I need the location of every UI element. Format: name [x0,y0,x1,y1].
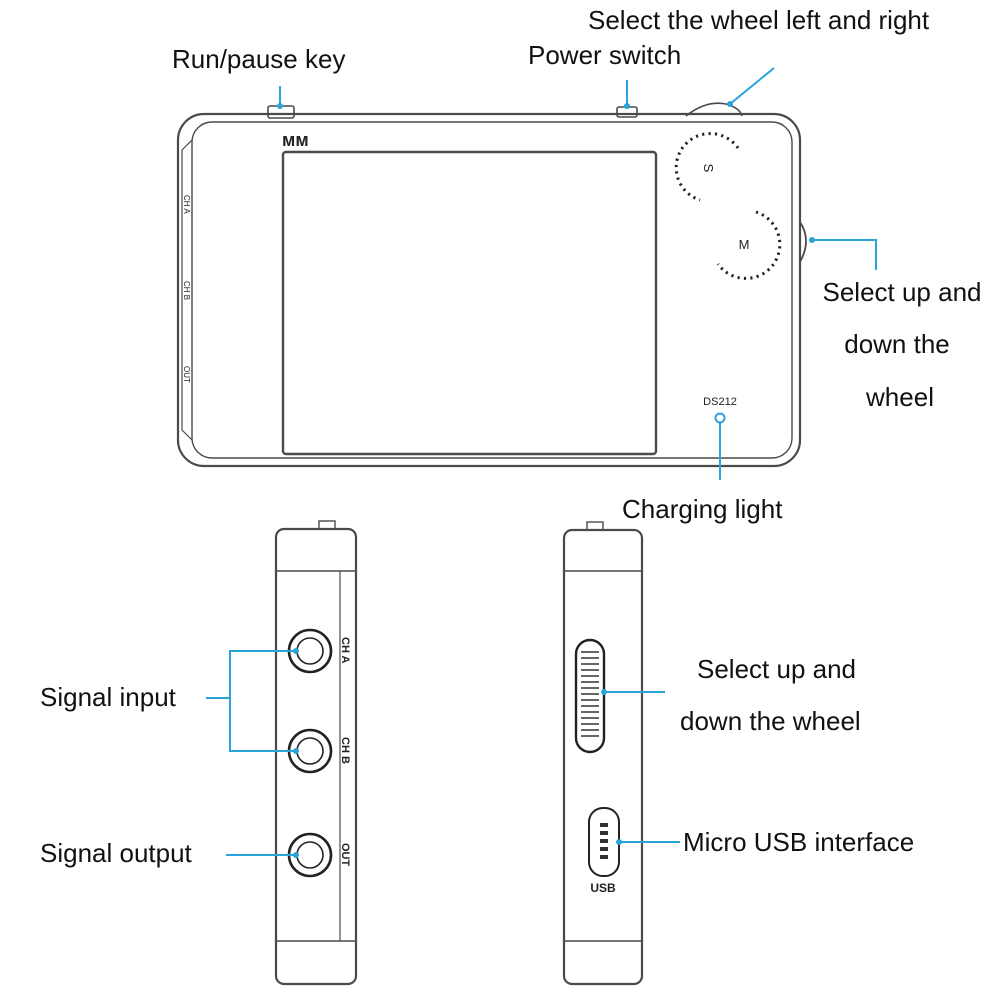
front-side-label-cha: CH A [182,195,191,214]
wheel-s-dotted-arc [674,132,740,202]
left-edge-strip [181,139,193,441]
wheel-ud-dot [809,237,815,243]
wheel-m-mark: M [739,237,750,252]
right-side-view [562,521,644,986]
side-jack-label-chb: CH B [339,737,351,764]
wheel-lr-leader [729,67,775,105]
side-scroll-wheel [574,638,606,754]
label-signal-output: Signal output [40,838,192,868]
charging-led [714,412,726,424]
wheel-ud-leader [812,239,877,270]
wheel-m-dotted-arc [716,210,782,280]
usb-pin [600,823,608,827]
jack-ch-a-dot [293,648,299,654]
device-body-outer [176,112,802,468]
callout-dots [277,101,815,858]
usb-pins [600,823,608,859]
left-side-top-button [318,520,336,530]
jack-ch-b-dot [293,748,299,754]
label-power-switch: Power switch [528,40,682,70]
right-side-top-button [586,521,604,531]
usb-pin [600,831,608,835]
front-logo: ᴍᴍ [282,130,309,150]
jack-ch-b-inner [296,737,324,765]
front-side-label-chb: CH B [182,281,191,300]
label-signal-input: Signal input [40,682,176,712]
label-side-wheel-2: down the wheel [680,706,861,736]
usb-dot [616,839,622,845]
power-dot [624,103,630,109]
side-wheel-ridges [581,651,599,737]
right-side-body [562,528,644,986]
usb-pin [600,839,608,843]
run-pause-dot [277,103,283,109]
front-view [176,102,807,468]
screen [281,150,658,456]
callout-lines [206,67,877,856]
jack-out-inner [296,841,324,869]
usb-pin [600,847,608,851]
device-body-inner [191,121,793,459]
side-wheel-dot [601,689,607,695]
label-side-wheel-1: Select up and [697,654,857,684]
side-jack-label-cha: CH A [339,637,351,664]
scroll-wheel-side [799,221,807,263]
label-run-pause-key: Run/pause key [172,44,346,74]
left-side-body [274,527,358,986]
front-side-label-out: OUT [182,366,191,383]
wheel-lr-dot [727,101,733,107]
jack-ch-a-inner [296,637,324,665]
signal-input-bracket [229,650,296,752]
label-micro-usb: Micro USB interface [683,827,915,857]
model-label: DS212 [703,396,737,408]
scroll-wheel-top [685,102,743,117]
label-wheel-up-down-1: Select up and [822,277,982,307]
label-wheel-left-right: Select the wheel left and right [588,5,930,35]
side-jack-label-out: OUT [339,843,351,867]
label-wheel-up-down-3: wheel [866,382,934,412]
usb-label: USB [590,881,616,895]
label-charging-light: Charging light [622,494,783,524]
label-wheel-up-down-2: down the [844,329,950,359]
wheel-s-mark: S [701,164,716,173]
jack-out-dot [293,852,299,858]
usb-pin [600,855,608,859]
